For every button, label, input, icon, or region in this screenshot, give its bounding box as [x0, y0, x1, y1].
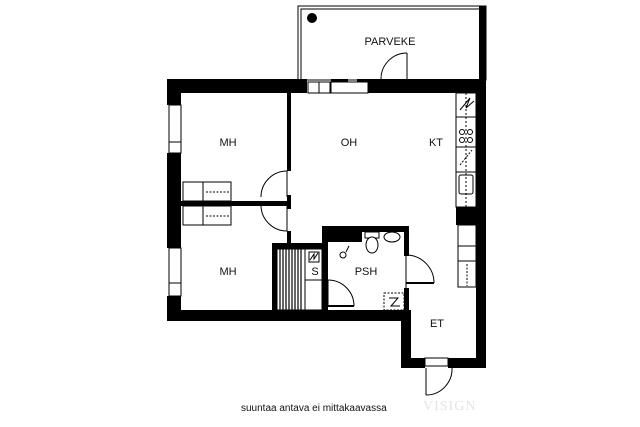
room-label-mh-2: MH [219, 266, 237, 278]
sauna-bench [276, 246, 328, 311]
stove-icon [459, 129, 465, 135]
room-label-et: ET [429, 318, 445, 330]
windows [168, 81, 449, 367]
room-label-kt: KT [428, 137, 444, 149]
room-label-mh-1: MH [219, 137, 237, 149]
shower-icon [339, 251, 347, 259]
walls [167, 79, 486, 368]
drain-icon [307, 13, 317, 23]
kitchen [455, 92, 477, 288]
toilet-icon [365, 236, 379, 254]
room-label-oh: OH [340, 137, 358, 149]
bathroom-fixtures [339, 231, 405, 311]
watermark: VISIGN [423, 399, 477, 414]
scale-note: suuntaa antava ei mittakaavassa [241, 403, 387, 414]
room-label-parveke: PARVEKE [364, 36, 416, 48]
wardrobes [182, 181, 232, 226]
doors [260, 52, 453, 396]
room-label-s: S [311, 266, 319, 278]
room-label-psh: PSH [354, 266, 378, 278]
sink-icon [383, 231, 401, 243]
